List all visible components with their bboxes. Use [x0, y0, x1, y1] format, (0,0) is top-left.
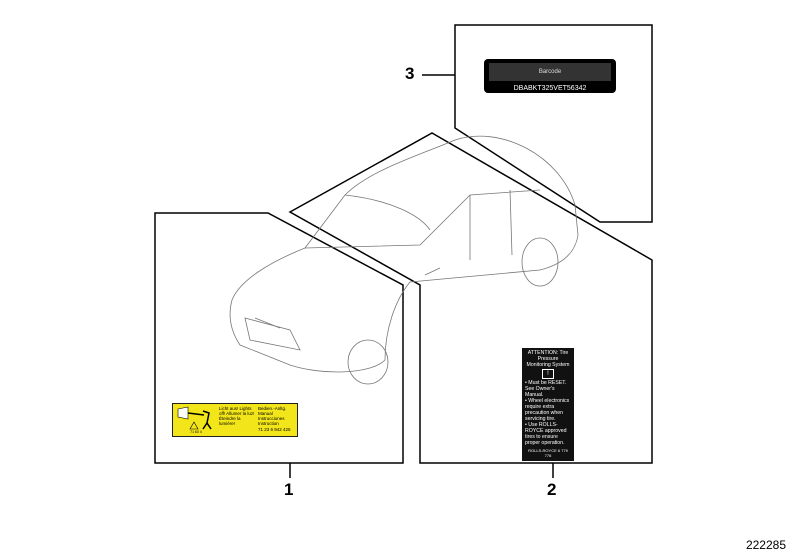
- barcode-number: DBABKT325VET56342: [513, 85, 587, 92]
- warning-label: 71 60 4 Licht aus! Lights off! Allumer l…: [172, 403, 298, 437]
- reference-number: 222285: [745, 538, 786, 552]
- warning-column-2: Bedien.-Anltg. Manual Instrucciones Inst…: [258, 406, 294, 432]
- callout-3: 3: [405, 64, 415, 83]
- tpms-line: • Must be RESET. See Owner's Manual.: [525, 380, 567, 398]
- tpms-heading: ATTENTION: Tire Pressure Monitoring Syst…: [526, 350, 570, 368]
- callout-2: 2: [547, 480, 557, 499]
- warning-pictogram: 71 60 4: [176, 406, 216, 434]
- car-outline: [229, 135, 579, 385]
- tpms-footer: ROLLS-ROYCE 6 779 776: [528, 448, 568, 458]
- barcode-label: Barcode DBABKT325VET56342: [484, 59, 616, 93]
- barcode-title: Barcode: [489, 63, 611, 81]
- warning-small-code: 71 60 4: [190, 430, 202, 434]
- tpms-line: • Wheel electronics require extra precau…: [525, 398, 570, 422]
- warning-part-code: 71 23 6 942 425: [258, 427, 291, 432]
- frame-1: [154, 212, 404, 464]
- frame-3: [454, 24, 653, 223]
- frame-2: [288, 132, 653, 464]
- tpms-line: • Use ROLLS-ROYCE approved tires to ensu…: [525, 422, 567, 446]
- tpms-label: ATTENTION: Tire Pressure Monitoring Syst…: [522, 348, 574, 461]
- hazard-pictogram-icon: [177, 406, 212, 430]
- warning-text-1: Licht aus! Lights off! Allumer la luz! É…: [219, 406, 255, 426]
- warning-text-2: Bedien.-Anltg. Manual Instrucciones Inst…: [258, 406, 287, 426]
- callout-1: 1: [284, 480, 294, 499]
- tire-pressure-warning-icon: !: [542, 369, 554, 379]
